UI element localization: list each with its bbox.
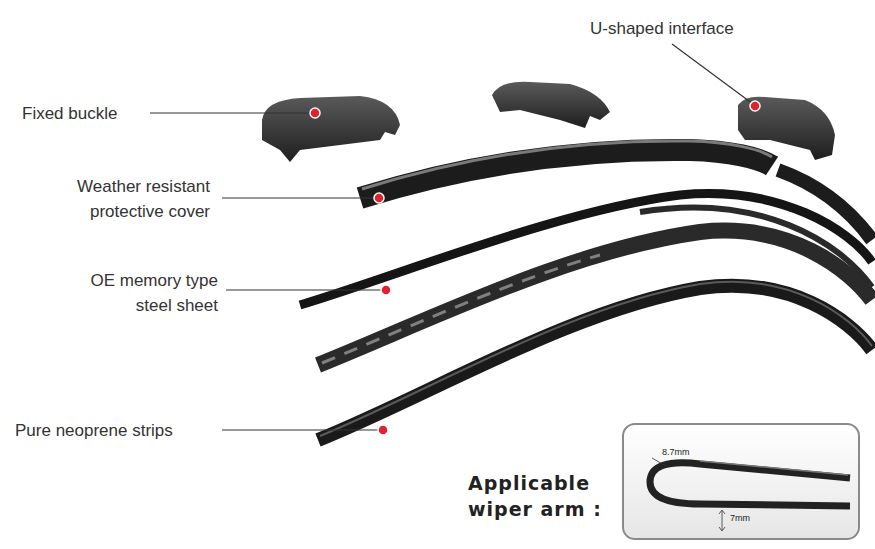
part-label: OE memory type steel sheet (68, 268, 218, 318)
inset-ground (624, 425, 858, 538)
marker-dot (310, 108, 320, 118)
part-label: Fixed buckle (22, 101, 142, 126)
inset-title: Applicable wiper arm : (468, 470, 608, 522)
leader-line (222, 429, 380, 430)
marker-dot (750, 101, 760, 111)
dimension-line (719, 510, 725, 531)
marker-dot (378, 425, 388, 435)
dimension-tick (652, 458, 666, 466)
leader-line (222, 197, 376, 198)
cover-highlight (362, 141, 772, 189)
leader-line (226, 289, 383, 290)
dimension-label: 8.7mm (662, 447, 690, 458)
part-label: Weather resistant protective cover (15, 174, 210, 224)
neoprene-highlight (320, 282, 872, 436)
frame-slots (322, 255, 600, 363)
part-label: Pure neoprene strips (15, 418, 215, 443)
leader-line (672, 44, 753, 104)
inset-box: 8.7mm 7mm (622, 423, 860, 540)
marker-dot (374, 193, 384, 203)
part-label: U-shaped interface (590, 16, 790, 41)
dimension-label: 7mm (730, 513, 750, 524)
center-clip (492, 82, 610, 128)
leader-line (150, 112, 312, 113)
wiper-arm-hook (650, 463, 850, 506)
hook-highlight (700, 461, 848, 475)
neoprene-strip (318, 286, 872, 440)
marker-dot (381, 285, 391, 295)
fixed-buckle (262, 96, 400, 162)
